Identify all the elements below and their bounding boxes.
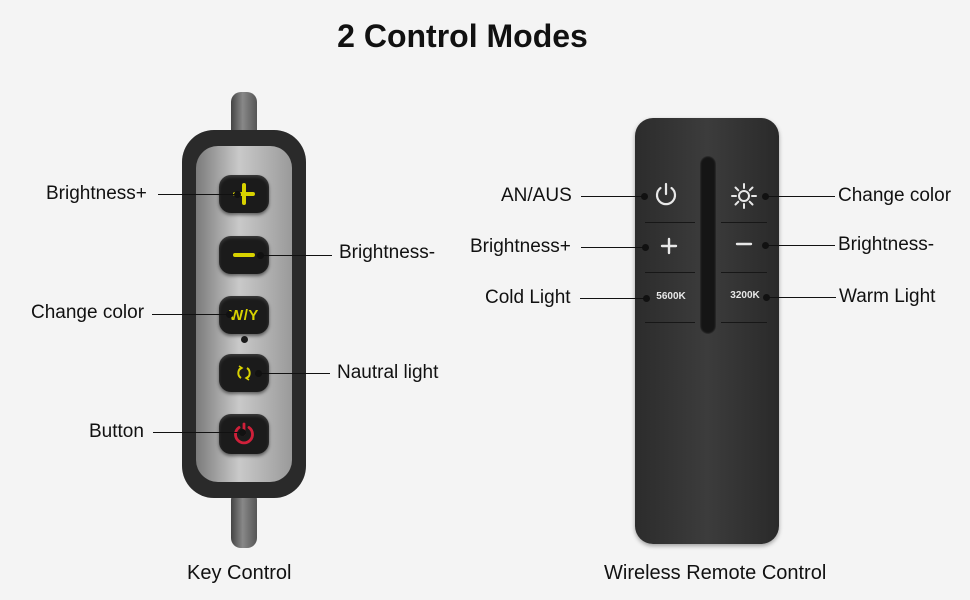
key-brightness-plus-button[interactable] [219,175,269,213]
label-remote-change-color: Change color [838,185,952,206]
leader-remote-brightness-minus [762,242,835,249]
leader-remote-on-off [581,193,648,200]
remote-divider [645,322,695,323]
page-title: 2 Control Modes [337,18,588,54]
cable-bottom [231,490,257,548]
cycle-icon [237,365,251,381]
remote-brightness-plus-button[interactable] [656,236,682,260]
leader-key-change-color [152,311,233,318]
remote-power-button[interactable] [648,180,684,214]
remote-change-color-button[interactable] [727,182,761,214]
key-change-color-button[interactable]: W/Y [219,296,269,334]
minus-icon [735,242,753,246]
leader-remote-warm-light [763,294,836,301]
plus-icon [660,237,678,255]
leader-remote-cold-light [580,295,650,302]
leader-key-neutral-light [255,370,330,377]
remote-brightness-minus-button[interactable] [731,234,757,258]
label-remote-warm-light: Warm Light [839,286,936,307]
remote-slot [700,156,716,334]
leader-key-brightness-minus [257,252,332,259]
label-key-change-color: Change color [31,302,145,323]
remote-cold-light-button[interactable]: 5600K [656,291,686,302]
remote-divider [721,322,767,323]
label-remote-brightness-minus: Brightness- [838,234,935,255]
label-remote-cold-light: Cold Light [485,287,571,308]
leader-key-button [153,429,246,436]
remote-warm-light-button[interactable]: 3200K [730,290,760,301]
label-key-button: Button [89,421,144,442]
indicator-dot [241,336,248,343]
wy-button-label: W/Y [229,306,259,324]
label-key-brightness-plus: Brightness+ [46,183,147,204]
sun-icon [731,183,757,209]
remote-divider [645,272,695,273]
leader-remote-brightness-plus [581,244,649,251]
label-remote-brightness-plus: Brightness+ [470,236,571,257]
remote-divider [721,222,767,223]
label-key-brightness-minus: Brightness- [339,242,436,263]
leader-remote-change-color [762,193,835,200]
power-icon [655,182,677,206]
leader-key-brightness-plus [158,191,241,198]
caption-remote-control: Wireless Remote Control [604,562,827,584]
remote-divider [645,222,695,223]
minus-icon [233,253,255,257]
label-remote-on-off: AN/AUS [501,185,572,206]
caption-key-control: Key Control [187,562,292,584]
remote-divider [721,272,767,273]
label-key-neutral-light: Nautral light [337,362,439,383]
